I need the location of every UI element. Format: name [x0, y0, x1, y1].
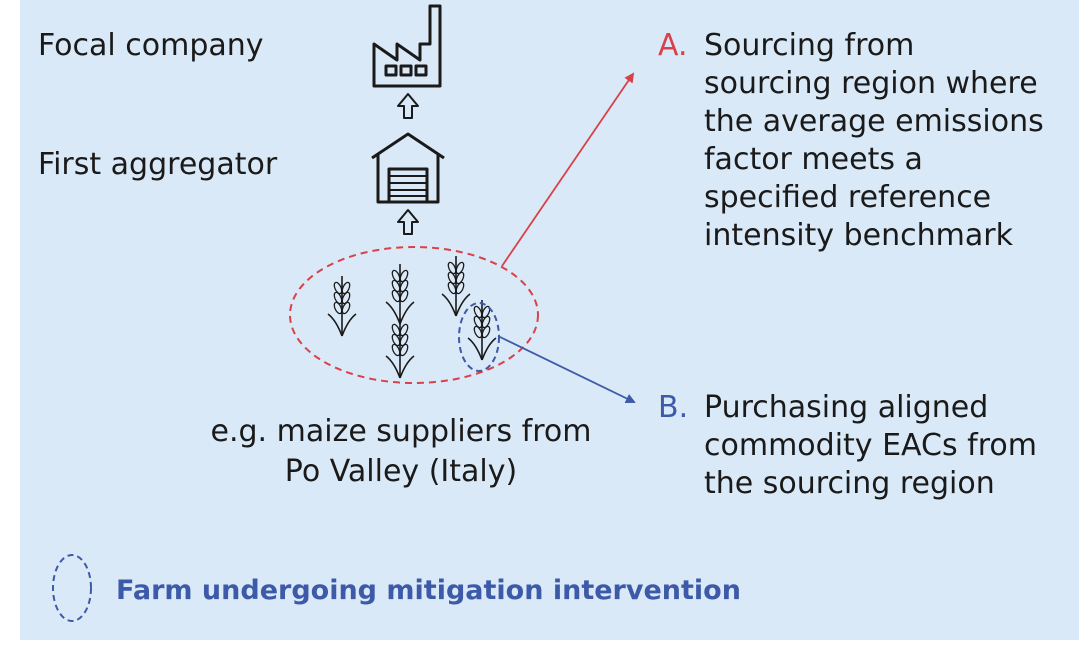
diagram-canvas	[20, 0, 1079, 640]
focal-company-label: Focal company	[38, 28, 264, 63]
option-b: B. Purchasing aligned commodity EACs fro…	[658, 389, 1078, 509]
option-a-text: Sourcing from sourcing region where the …	[704, 28, 1044, 253]
warehouse-icon	[371, 132, 445, 204]
legend-label: Farm undergoing mitigation intervention	[116, 575, 741, 606]
arrow-to-option-a	[501, 72, 635, 267]
legend-ellipse-icon	[52, 554, 92, 622]
option-b-text: Purchasing aligned commodity EACs from t…	[704, 390, 1037, 501]
wheat-icon	[385, 263, 415, 325]
wheat-icon	[467, 299, 497, 361]
up-arrow-icon	[397, 209, 419, 235]
factory-icon	[372, 4, 442, 88]
option-b-letter: B.	[658, 390, 689, 425]
wheat-icon	[441, 255, 471, 317]
option-a-letter: A.	[658, 28, 688, 63]
wheat-icon	[327, 275, 357, 337]
up-arrow-icon	[397, 93, 419, 119]
wheat-icon	[385, 317, 415, 379]
supplier-region-ellipse	[289, 246, 539, 384]
option-a: A. Sourcing from sourcing region where t…	[658, 27, 1078, 267]
first-aggregator-label: First aggregator	[38, 147, 278, 182]
arrow-to-option-b	[497, 335, 636, 404]
suppliers-label: e.g. maize suppliers from Po Valley (Ita…	[210, 414, 592, 489]
